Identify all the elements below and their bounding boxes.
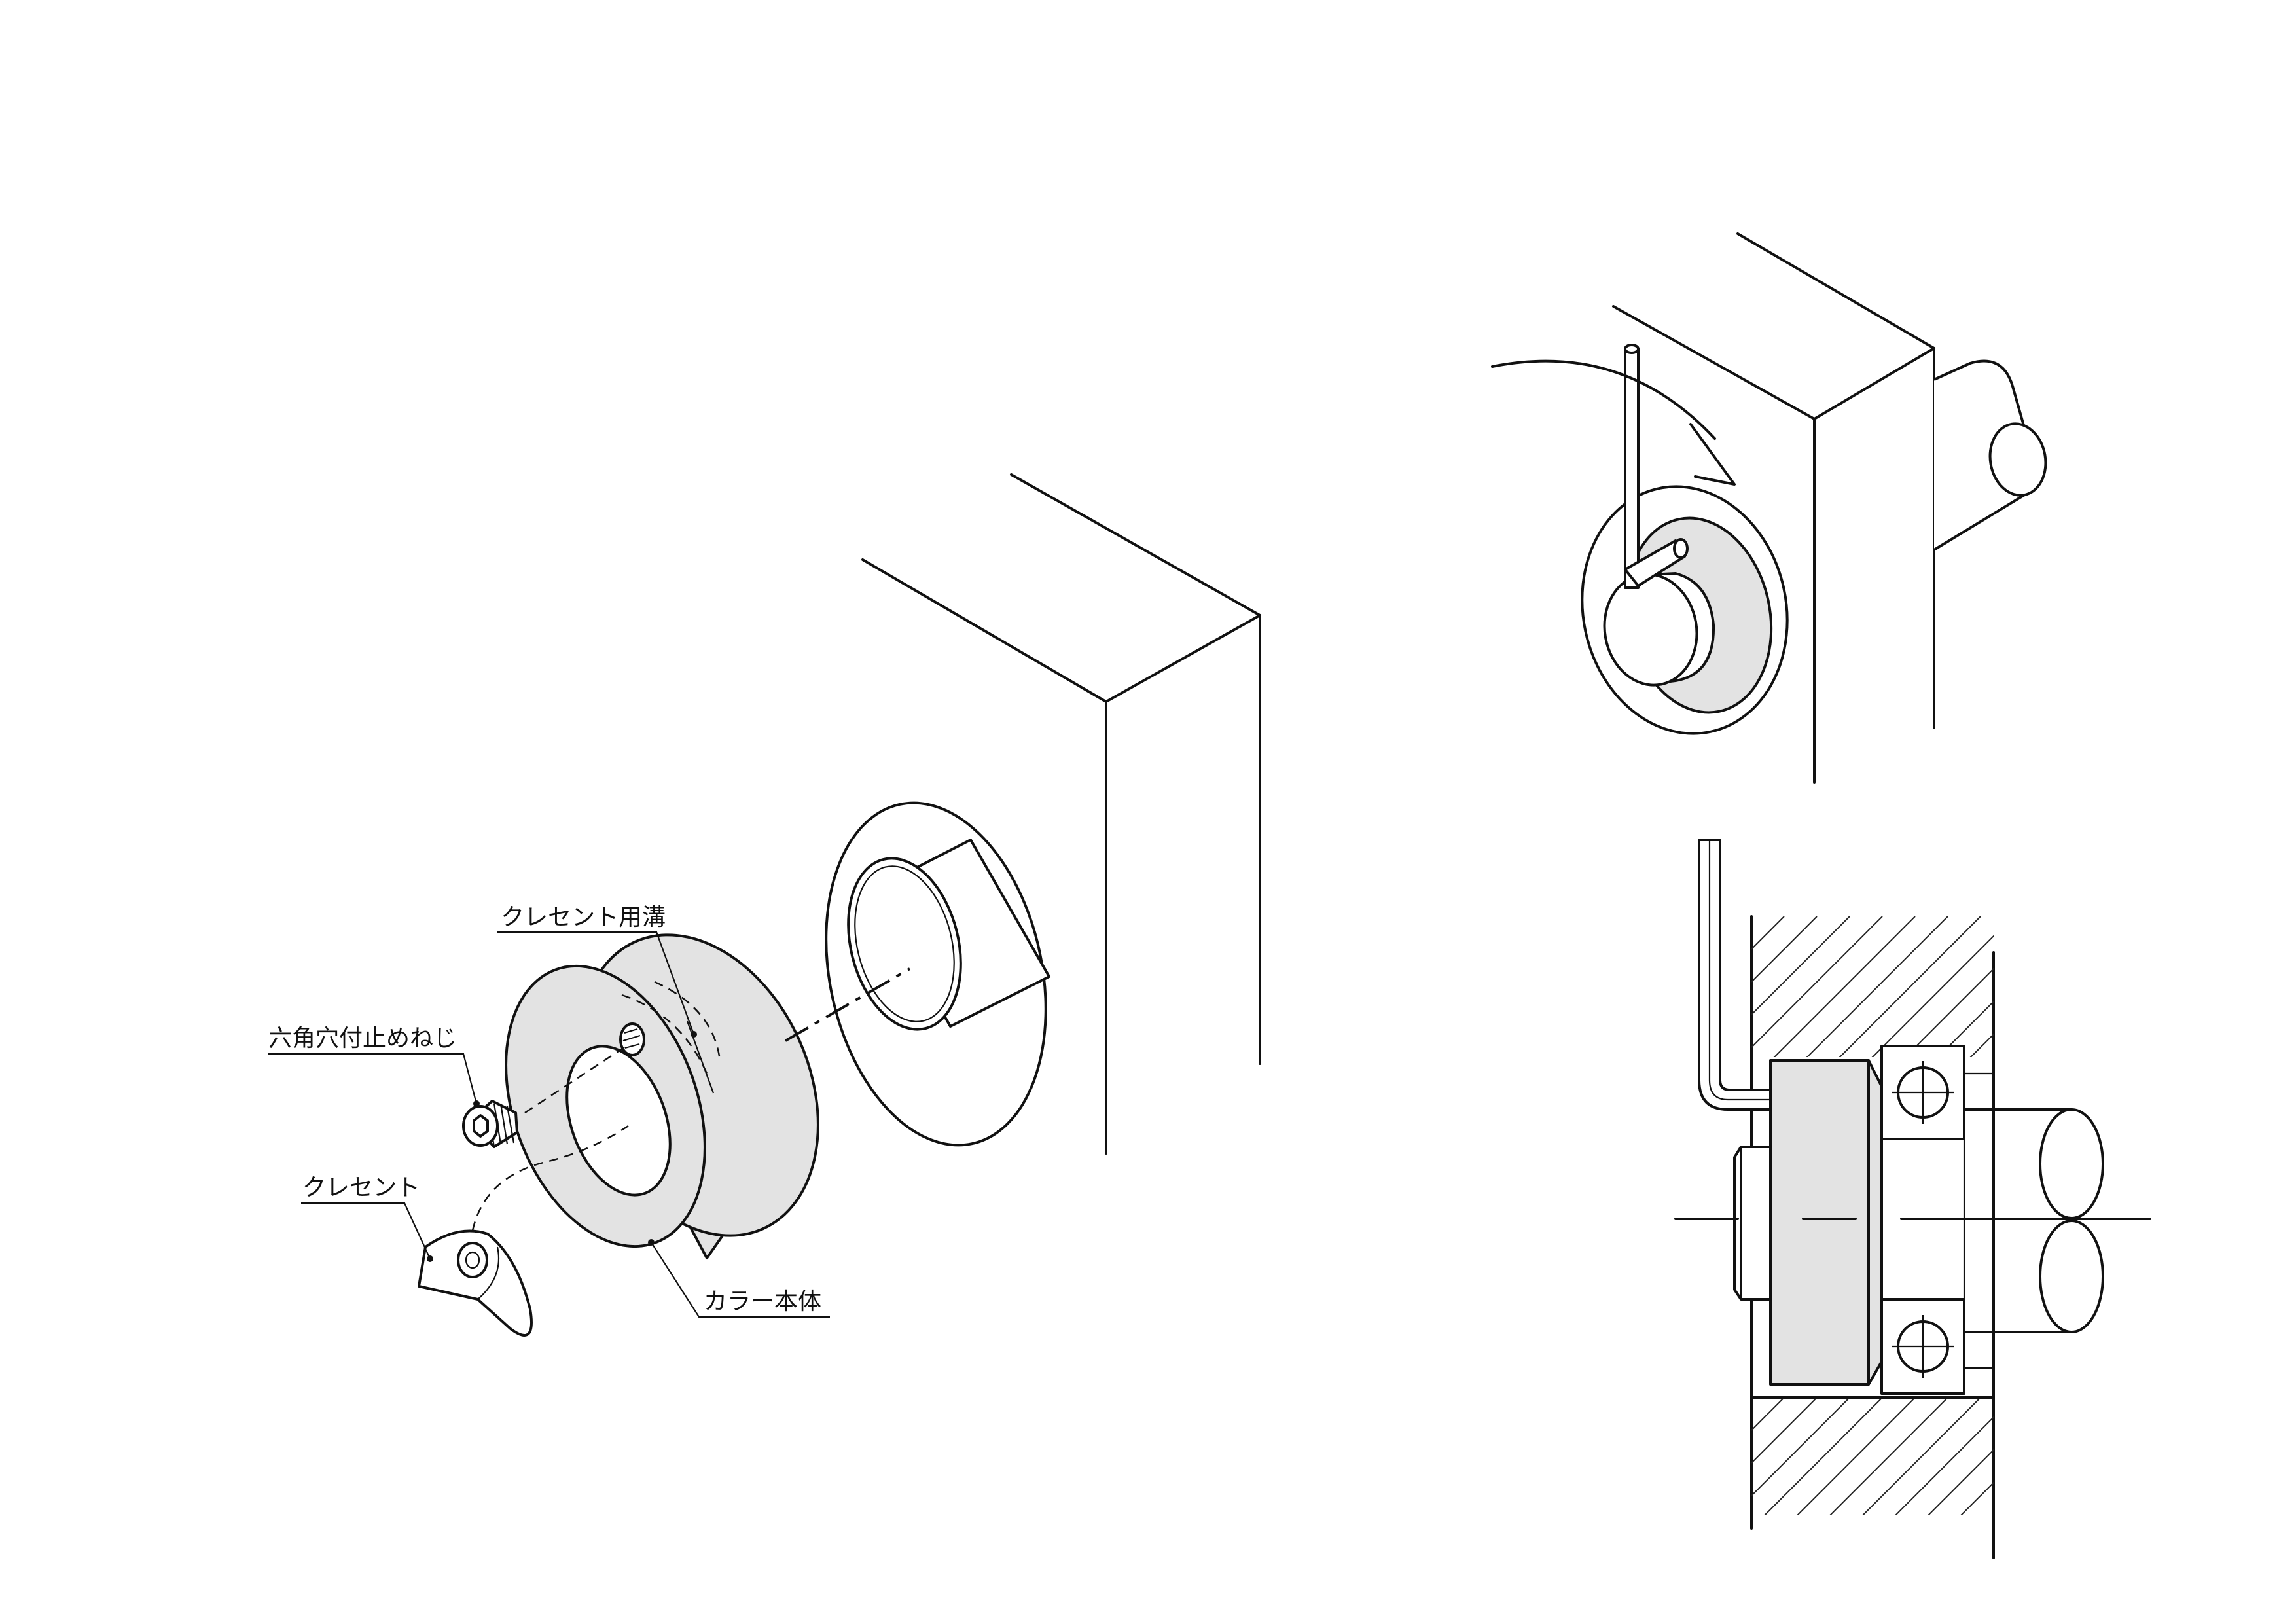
housing-hatch-top	[1751, 916, 1994, 1057]
exploded-view: クレセント用溝 六角穴付止めねじ クレセント カラー本体	[268, 473, 1261, 1337]
callouts: クレセント用溝 六角穴付止めねじ クレセント カラー本体	[268, 904, 830, 1318]
hex-key-section	[1698, 839, 1772, 1111]
crescent-piece	[418, 1125, 629, 1337]
label-crescent-groove: クレセント用溝	[501, 904, 666, 931]
rotation-arrow	[1491, 359, 1736, 486]
axis-line	[784, 967, 911, 1042]
housing-bore	[825, 801, 1050, 1147]
label-collar-body: カラー本体	[704, 1288, 821, 1315]
shaft	[1964, 1108, 2104, 1333]
collar-body	[505, 933, 819, 1259]
label-hex-socket-set-screw: 六角穴付止めねじ	[268, 1025, 457, 1052]
section-view	[1674, 839, 2151, 1559]
set-screw	[462, 1043, 629, 1148]
collar-section	[1733, 1059, 1883, 1386]
label-crescent: クレセント	[302, 1174, 420, 1201]
housing-block	[861, 473, 1261, 1155]
housing-hatch-bottom	[1751, 1398, 1994, 1515]
hex-key-wrench	[1624, 344, 1689, 589]
tightening-view	[1491, 232, 2047, 784]
